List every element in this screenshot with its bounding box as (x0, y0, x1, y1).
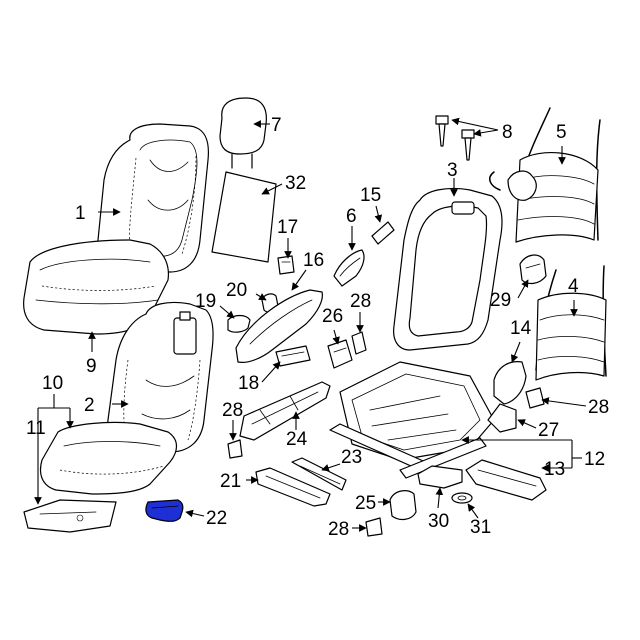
part-4-suspension-lower (535, 265, 607, 381)
part-15-clip (371, 221, 395, 245)
callout-31: 31 (470, 517, 491, 538)
callout-9: 9 (86, 356, 97, 377)
highlighted-part-22[interactable] (145, 499, 184, 522)
callout-10: 10 (42, 373, 63, 394)
headrest (219, 97, 267, 169)
part-17-clip (277, 255, 295, 275)
callout-16: 16 (303, 250, 324, 271)
part-31-grommet (451, 492, 473, 504)
part-29-motor (519, 254, 547, 285)
callout-32: 32 (285, 173, 306, 194)
callout-25: 25 (355, 493, 376, 514)
callout-28-a: 28 (222, 400, 243, 421)
callout-22: 22 (206, 508, 227, 529)
callout-17: 17 (277, 217, 298, 238)
callout-2: 2 (84, 395, 95, 416)
callout-5: 5 (556, 122, 567, 143)
callout-23: 23 (341, 447, 362, 468)
callout-15: 15 (360, 185, 381, 206)
callout-18: 18 (238, 373, 259, 394)
seat-back-pad (107, 301, 214, 453)
callout-7: 7 (271, 115, 282, 136)
seat-cushion-frame (329, 361, 495, 479)
part-28-bracket-c (525, 387, 545, 409)
part-23-rail-trim (291, 457, 347, 491)
callout-14: 14 (510, 318, 532, 339)
callout-6: 6 (346, 206, 357, 227)
part-30-bracket (417, 465, 463, 489)
callout-28-b: 28 (350, 291, 371, 312)
callout-26: 26 (322, 306, 343, 327)
callout-3: 3 (447, 160, 458, 181)
callout-8: 8 (502, 122, 513, 143)
callout-4: 4 (568, 276, 579, 297)
part-14-shield (493, 361, 527, 405)
part-16-side-panel (235, 289, 323, 363)
callout-19: 19 (195, 291, 216, 312)
part-24-trim (239, 381, 331, 441)
callout-20: 20 (226, 280, 247, 301)
callout-13: 13 (544, 459, 565, 480)
callout-29: 29 (490, 290, 511, 311)
seat-cushion-cover (23, 239, 170, 335)
part-18-switch (275, 345, 311, 367)
part-28-bracket-d (365, 517, 383, 537)
seat-cushion-pad (39, 421, 178, 495)
part-25-cover (389, 490, 417, 521)
part-28-bracket-b (351, 331, 367, 355)
callout-27: 27 (538, 420, 559, 441)
callout-30: 30 (428, 511, 449, 532)
seat-back-cover (97, 123, 210, 273)
part-28-bracket-a (227, 439, 243, 459)
part-19-handle (227, 314, 251, 333)
callout-1: 1 (75, 203, 86, 224)
part-13-rail-cover (465, 459, 547, 501)
part-8-bolts (435, 115, 475, 161)
part-21-rail-cover (255, 467, 331, 507)
callout-28-d: 28 (328, 519, 349, 540)
leader-lines (34, 117, 587, 532)
callout-12: 12 (584, 449, 605, 470)
callout-24: 24 (286, 429, 308, 450)
callout-labels: 1 9 2 7 32 3 8 5 4 6 15 17 16 20 19 18 2… (26, 115, 609, 540)
cushion-tray-plate (23, 499, 117, 533)
seat-back-frame (393, 187, 503, 351)
callout-21: 21 (220, 471, 241, 492)
part-27-bracket (487, 403, 517, 433)
callout-28-c: 28 (588, 397, 609, 418)
callout-11: 11 (26, 418, 46, 439)
part-6-cover (333, 249, 365, 287)
part-26-bracket (327, 339, 353, 369)
part-5-suspension-upper (489, 107, 601, 243)
perforated-back-panel (211, 171, 277, 263)
